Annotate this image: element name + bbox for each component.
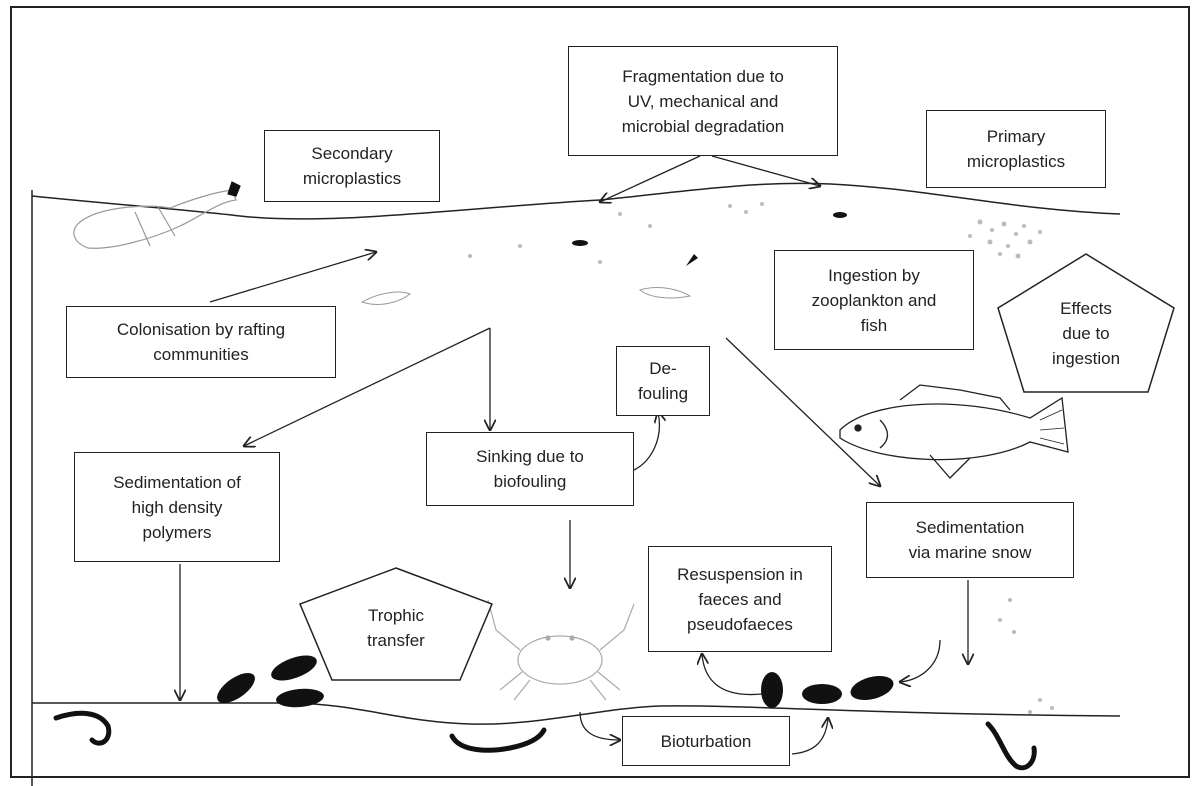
arrow-to-sedimentation-snow bbox=[725, 337, 880, 486]
label-fragmentation: Fragmentation due to UV, mechanical and … bbox=[568, 46, 838, 156]
fish-icon bbox=[839, 384, 1069, 479]
label-resuspension: Resuspension in faeces and pseudofaeces bbox=[648, 546, 832, 652]
label-defouling: De- fouling bbox=[616, 346, 710, 416]
seafloor-line bbox=[32, 702, 1121, 725]
zooplankton-icons bbox=[360, 212, 847, 305]
label-secondary-microplastics: Secondary microplastics bbox=[264, 130, 440, 202]
trophic-text: Trophic transfer bbox=[367, 606, 425, 650]
arrow-fragmentation-left bbox=[600, 155, 701, 202]
arrow-to-defouling bbox=[633, 412, 659, 471]
label-bioturbation: Bioturbation bbox=[622, 716, 790, 766]
label-sedimentation-high-density: Sedimentation of high density polymers bbox=[74, 452, 280, 562]
effects-text: Effects due to ingestion bbox=[1051, 298, 1121, 368]
label-effects-pentagon: Effects due to ingestion bbox=[996, 252, 1176, 394]
label-sinking: Sinking due to biofouling bbox=[426, 432, 634, 506]
pentagon-shape bbox=[997, 253, 1175, 393]
label-colonisation: Colonisation by rafting communities bbox=[66, 306, 336, 378]
pentagon-shape bbox=[299, 567, 493, 681]
microplastic-particles bbox=[468, 202, 1054, 714]
water-surface-line bbox=[31, 182, 1121, 220]
crab-icon bbox=[487, 599, 635, 701]
arrow-snow-curve bbox=[900, 639, 941, 682]
arrow-fragmentation-right bbox=[711, 155, 820, 186]
label-primary-microplastics: Primary microplastics bbox=[926, 110, 1106, 188]
plastic-bottle-icon bbox=[73, 181, 241, 249]
arrow-resuspension bbox=[702, 654, 763, 696]
label-trophic-pentagon: Trophic transfer bbox=[298, 566, 494, 682]
arrows bbox=[180, 155, 968, 755]
label-sedimentation-marine-snow: Sedimentation via marine snow bbox=[866, 502, 1074, 578]
arrow-colonisation bbox=[209, 252, 376, 303]
arrow-to-bioturbation bbox=[579, 711, 620, 740]
mussel-icons bbox=[217, 655, 894, 708]
worm-icons bbox=[53, 710, 1037, 771]
label-ingestion: Ingestion by zooplankton and fish bbox=[774, 250, 974, 350]
arrow-to-sedimentation-high bbox=[244, 327, 491, 446]
arrow-from-bioturbation bbox=[791, 718, 828, 755]
